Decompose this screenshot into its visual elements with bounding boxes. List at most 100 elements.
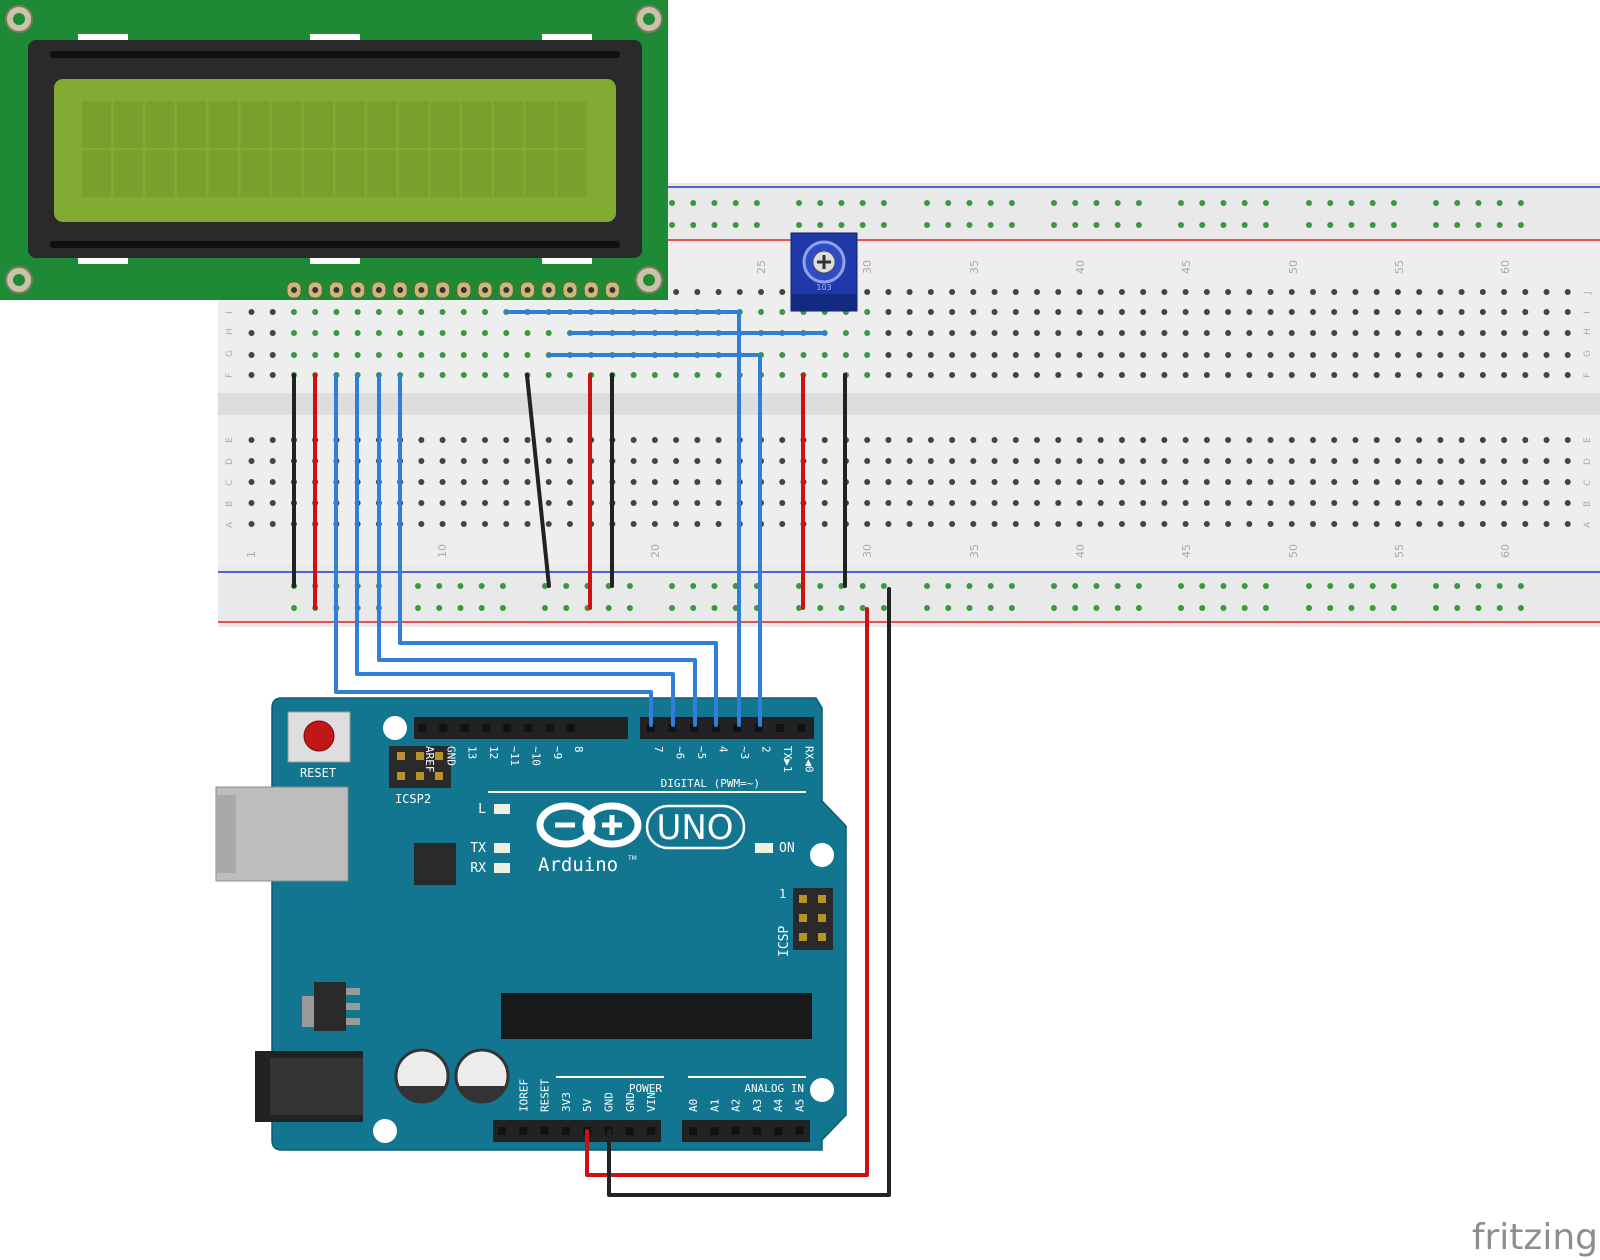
breadboard-hole[interactable]: [949, 309, 956, 315]
breadboard-hole[interactable]: [1182, 521, 1189, 527]
power-rail-hole[interactable]: [1220, 583, 1227, 589]
breadboard-hole[interactable]: [1437, 458, 1444, 464]
breadboard-hole[interactable]: [1182, 289, 1189, 295]
breadboard-hole[interactable]: [1267, 521, 1274, 527]
power-rail-hole[interactable]: [1454, 583, 1461, 589]
breadboard-hole[interactable]: [1522, 458, 1529, 464]
power-rail-hole[interactable]: [711, 605, 718, 611]
breadboard-hole[interactable]: [927, 309, 934, 315]
power-rail-hole[interactable]: [690, 583, 697, 589]
breadboard-hole[interactable]: [418, 309, 425, 315]
power-rail-hole[interactable]: [1135, 605, 1142, 611]
breadboard-hole[interactable]: [1310, 352, 1316, 358]
digital-pin-hole[interactable]: [733, 724, 741, 732]
breadboard-hole[interactable]: [673, 372, 680, 378]
breadboard-hole[interactable]: [503, 330, 510, 336]
breadboard-hole[interactable]: [269, 309, 276, 315]
breadboard-hole[interactable]: [503, 437, 510, 443]
breadboard-hole[interactable]: [694, 521, 701, 527]
breadboard-hole[interactable]: [1140, 521, 1147, 527]
breadboard-hole[interactable]: [524, 458, 531, 464]
breadboard-hole[interactable]: [1161, 330, 1168, 336]
breadboard-hole[interactable]: [1458, 521, 1465, 527]
breadboard-hole[interactable]: [1203, 437, 1210, 443]
breadboard-hole[interactable]: [566, 437, 573, 443]
breadboard-hole[interactable]: [1246, 521, 1253, 527]
breadboard-hole[interactable]: [1437, 309, 1444, 315]
breadboard-hole[interactable]: [1288, 289, 1295, 295]
breadboard-hole[interactable]: [418, 521, 425, 527]
analog-pin-hole[interactable]: [710, 1127, 719, 1135]
power-rail-hole[interactable]: [499, 605, 506, 611]
breadboard-hole[interactable]: [1394, 289, 1401, 295]
power-rail-hole[interactable]: [1369, 200, 1376, 206]
power-rail-hole[interactable]: [880, 222, 887, 228]
power-rail-hole[interactable]: [1072, 605, 1079, 611]
breadboard-hole[interactable]: [927, 289, 934, 295]
breadboard-hole[interactable]: [1055, 330, 1062, 336]
breadboard-hole[interactable]: [885, 330, 892, 336]
breadboard-hole[interactable]: [1034, 330, 1041, 336]
breadboard-hole[interactable]: [1140, 458, 1147, 464]
breadboard-hole[interactable]: [1161, 500, 1168, 506]
breadboard-hole[interactable]: [715, 479, 722, 485]
analog-pin-hole[interactable]: [774, 1127, 783, 1135]
digital-header-right[interactable]: [640, 717, 814, 739]
power-rail-hole[interactable]: [1433, 583, 1439, 589]
power-rail-hole[interactable]: [1348, 605, 1355, 611]
breadboard-hole[interactable]: [970, 352, 977, 358]
breadboard-hole[interactable]: [1394, 500, 1401, 506]
breadboard-hole[interactable]: [1203, 372, 1210, 378]
breadboard-hole[interactable]: [991, 352, 998, 358]
breadboard-hole[interactable]: [1203, 500, 1210, 506]
breadboard-hole[interactable]: [269, 437, 276, 443]
power-rail-hole[interactable]: [859, 605, 866, 611]
breadboard-hole[interactable]: [630, 500, 637, 506]
breadboard-hole[interactable]: [248, 330, 255, 336]
breadboard-hole[interactable]: [694, 458, 701, 464]
breadboard-hole[interactable]: [248, 500, 255, 506]
breadboard-hole[interactable]: [1501, 500, 1508, 506]
power-rail-hole[interactable]: [1008, 200, 1015, 206]
power-rail-hole[interactable]: [605, 605, 612, 611]
breadboard-hole[interactable]: [715, 372, 722, 378]
power-rail-hole[interactable]: [1199, 200, 1206, 206]
breadboard-hole[interactable]: [482, 500, 489, 506]
breadboard-hole[interactable]: [885, 500, 892, 506]
breadboard-hole[interactable]: [439, 437, 446, 443]
power-rail-hole[interactable]: [1178, 200, 1184, 206]
breadboard-hole[interactable]: [1034, 372, 1041, 378]
breadboard-hole[interactable]: [248, 479, 255, 485]
breadboard-hole[interactable]: [1543, 372, 1550, 378]
power-rail-hole[interactable]: [711, 200, 718, 206]
power-rail-hole[interactable]: [924, 222, 930, 228]
power-rail-hole[interactable]: [1475, 200, 1482, 206]
breadboard-hole[interactable]: [1352, 500, 1359, 506]
wire-blue-pin5[interactable]: [377, 373, 697, 727]
breadboard-hole[interactable]: [1501, 479, 1508, 485]
breadboard-hole[interactable]: [566, 458, 573, 464]
breadboard-hole[interactable]: [864, 330, 871, 336]
breadboard-hole[interactable]: [545, 479, 552, 485]
breadboard-hole[interactable]: [1352, 458, 1359, 464]
power-rail-hole[interactable]: [1093, 583, 1100, 589]
breadboard-hole[interactable]: [524, 500, 531, 506]
breadboard-hole[interactable]: [1097, 372, 1104, 378]
breadboard-hole[interactable]: [821, 479, 828, 485]
power-rail-hole[interactable]: [669, 583, 675, 589]
breadboard-hole[interactable]: [1501, 458, 1508, 464]
breadboard-hole[interactable]: [949, 437, 956, 443]
power-rail-hole[interactable]: [1051, 222, 1057, 228]
power-rail-hole[interactable]: [1390, 583, 1397, 589]
breadboard-hole[interactable]: [460, 521, 467, 527]
power-rail-hole[interactable]: [1241, 605, 1248, 611]
breadboard-hole[interactable]: [545, 437, 552, 443]
breadboard-hole[interactable]: [1034, 479, 1041, 485]
breadboard-hole[interactable]: [1416, 458, 1423, 464]
breadboard-hole[interactable]: [1394, 352, 1401, 358]
power-rail-hole[interactable]: [1008, 222, 1015, 228]
breadboard-hole[interactable]: [312, 309, 319, 315]
power-rail-hole[interactable]: [1262, 583, 1269, 589]
breadboard-hole[interactable]: [842, 352, 849, 358]
breadboard-hole[interactable]: [269, 521, 276, 527]
